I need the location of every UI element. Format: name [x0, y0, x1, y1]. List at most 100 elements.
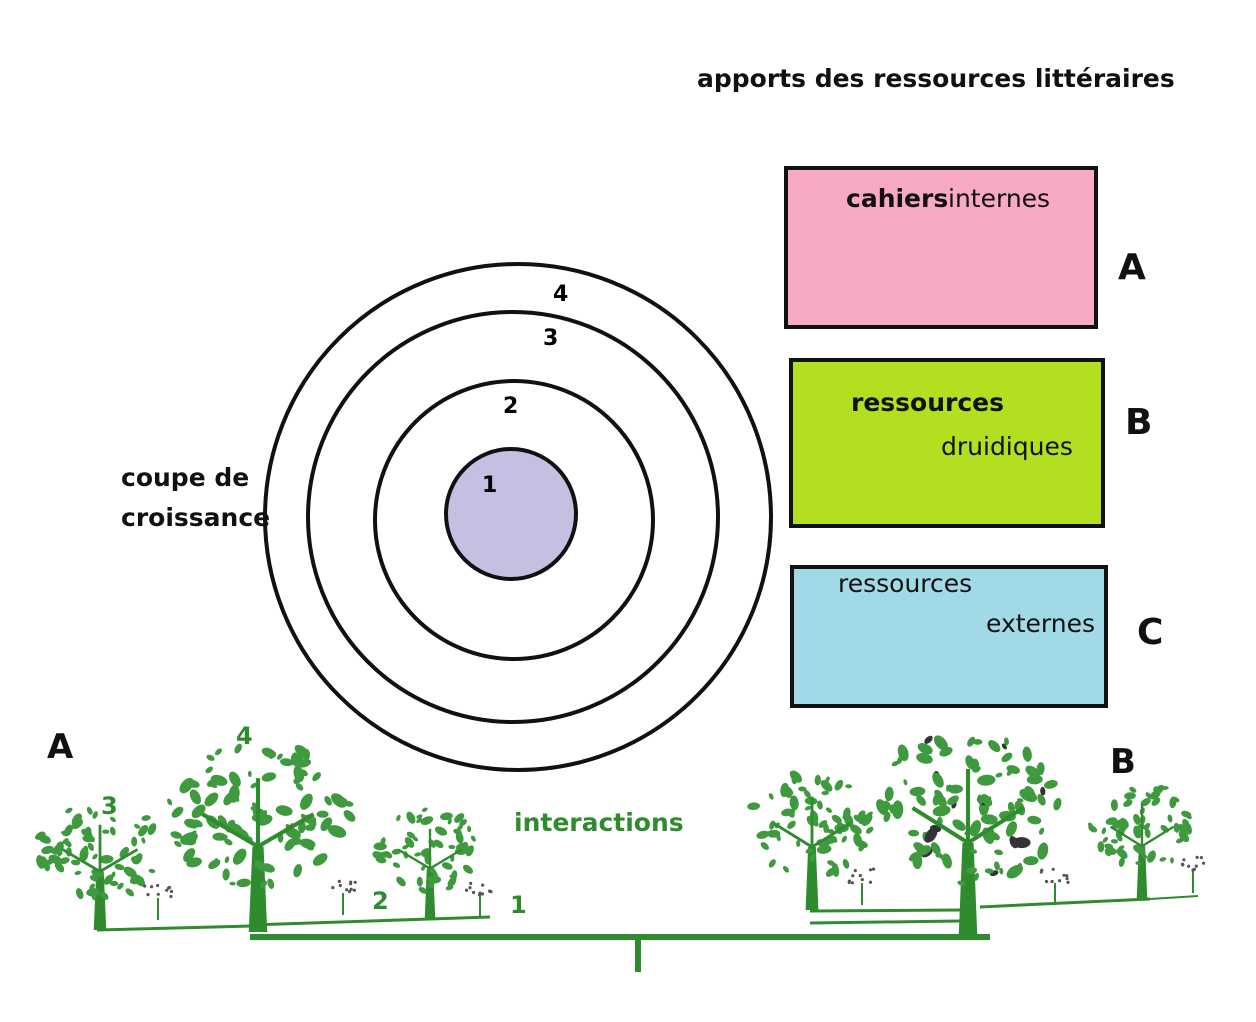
tree-right-2-leaf [965, 755, 975, 770]
tree-3-leaf [114, 863, 125, 871]
sapling-bud [349, 887, 353, 891]
tree-3-leaf [89, 883, 95, 890]
tree-label-3: 3 [101, 792, 118, 820]
tree-4-leaf [257, 814, 273, 826]
tree-right-2-leaf [981, 794, 993, 807]
tree-2-leaf [373, 842, 387, 851]
tree-right-2-leaf [1001, 743, 1007, 750]
tree-3-leaf [141, 837, 146, 844]
tree-right-3-leaf [1167, 814, 1173, 823]
tree-right-1-leaf [842, 858, 850, 869]
tree-4-leaf [255, 862, 263, 867]
box-a-letter: A [1118, 247, 1146, 288]
tree-2-leaf [462, 864, 474, 874]
sapling-bud [860, 878, 864, 882]
tree-4-leaf [293, 765, 305, 783]
tree-right-2-leaf [941, 853, 953, 869]
tree-4-leaf [212, 832, 227, 841]
tree-4-leaf [295, 783, 304, 791]
tree-right-1-leaf [831, 864, 840, 877]
tree-4-leaf [170, 831, 182, 839]
box-internal-notebooks: cahiers internes [784, 166, 1098, 329]
tree-right-1-leaf [804, 805, 812, 811]
tree-2-leaf [392, 862, 401, 868]
tree-right-2-leaf [972, 739, 983, 745]
sapling-bud [156, 892, 160, 896]
tree-right-2-leaf [1004, 737, 1009, 746]
tree-4-leaf [215, 748, 222, 756]
tree-2-leaf [434, 826, 448, 836]
tree-right-2-leaf [932, 772, 944, 788]
tree-2-leaf [416, 876, 423, 887]
tree-4-leaf [262, 810, 268, 817]
sapling-bud [1062, 873, 1066, 877]
root-line [809, 919, 961, 925]
tree-right-1-leaf [809, 853, 817, 862]
tree-2-leaf [467, 825, 472, 833]
tree-right-2-leaf [1037, 842, 1049, 860]
ring-label-3: 3 [543, 326, 558, 351]
sapling-bud [850, 881, 855, 885]
tree-right-1-leaf [853, 814, 862, 823]
tree-2-leaf [402, 844, 409, 850]
tree-4-leaf [179, 777, 194, 794]
tree-4-leaf [210, 774, 228, 786]
tree-right-1-leaf [786, 808, 795, 818]
tree-right-2-leaf [1038, 827, 1045, 835]
sapling-bud [1187, 864, 1191, 868]
tree-right-1-leaf [827, 828, 835, 834]
tree-right-3-leaf [1135, 861, 1142, 866]
sapling-bud [468, 886, 472, 890]
sapling-bud [472, 890, 476, 895]
tree-2-leaf [449, 874, 457, 879]
tree-2-leaf [421, 807, 428, 812]
tree-4-leaf [261, 863, 275, 873]
tree-4-leaf [222, 868, 230, 881]
tree-right-1-leaf [865, 826, 874, 834]
tree-3-leaf [92, 811, 98, 819]
tree-3-leaf [61, 830, 68, 835]
tree-3-leaf [102, 829, 110, 834]
tree-2-leaf [380, 837, 386, 845]
tree-3-leaf [99, 891, 109, 900]
tree-right-1-leaf [789, 795, 799, 811]
tree-right-1-leaf [831, 836, 838, 843]
tree-3-leaf [48, 854, 63, 864]
tree-2-leaf [427, 875, 442, 884]
tree-4-leaf [316, 810, 329, 818]
tree-right-1-leaf [796, 840, 801, 847]
tree-right-2-leaf [916, 845, 932, 856]
tree-3-leaf [54, 862, 65, 873]
tree-right-2-leaf [973, 765, 979, 773]
tree-right-1-leaf [827, 860, 836, 866]
tree-right-1-leaf [782, 865, 790, 873]
tree-right-2-leaf [952, 819, 966, 831]
tree-4-leaf [224, 856, 230, 864]
tree-right-2-leaf [884, 786, 894, 802]
tree-3-trunk [93, 871, 107, 930]
tree-right-3-leaf [1141, 853, 1148, 859]
tree-right-3-leaf [1097, 841, 1105, 853]
tree-right-1-leaf [861, 813, 873, 826]
tree-right-2-leaf [924, 827, 938, 843]
root-line [809, 908, 961, 913]
tree-3-leaf [92, 853, 98, 860]
tree-2-leaf [396, 814, 401, 822]
tree-right-1-leaf [756, 830, 770, 839]
tree-4-branches [201, 778, 315, 849]
tree-right-2-leaf [947, 795, 959, 806]
tree-right-1-leaf [816, 844, 832, 854]
sapling-bud [169, 889, 174, 894]
tree-2-leaf [432, 841, 439, 846]
tree-3-leaf [111, 871, 116, 878]
tree-4-leaf [275, 805, 293, 816]
tree-right-2-leaf [1044, 779, 1058, 789]
tree-4-leaf [312, 853, 328, 866]
tree-right-1-leaf [787, 820, 796, 829]
tree-right-3-leaf [1101, 827, 1107, 835]
box-a-regular-text: internes [948, 184, 1051, 213]
tree-right-2-leaf [1012, 837, 1031, 849]
tree-4-leaf [247, 770, 252, 778]
tree-right-2-leaf [909, 786, 926, 797]
tree-right-2-leaf [908, 852, 920, 862]
